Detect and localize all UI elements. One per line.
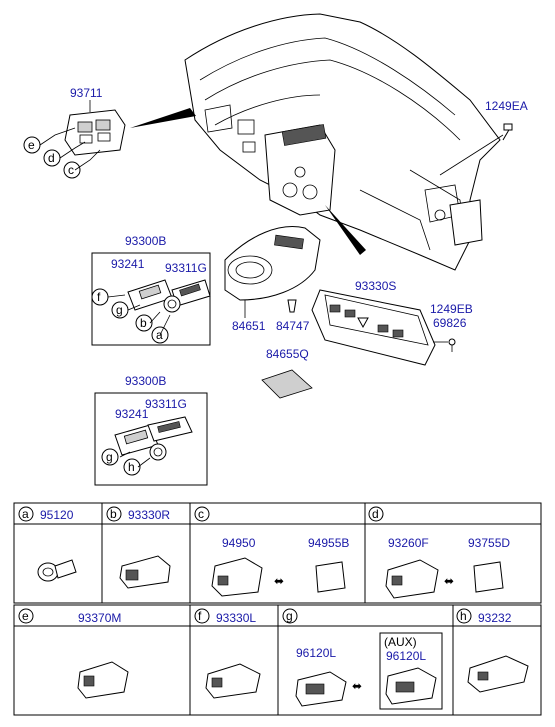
cell-f-part: 93330L	[216, 611, 256, 625]
panel-93330s	[311, 289, 456, 366]
cell-e-key: e	[22, 609, 29, 623]
cell-c-part-1: 94950	[222, 536, 256, 550]
cell-g-aux-label: (AUX)	[384, 635, 417, 649]
cell-a-key: a	[22, 507, 29, 521]
key-g-lower: g	[106, 450, 113, 464]
label-1249eb: 1249EB	[430, 302, 473, 316]
label-84655q: 84655Q	[266, 347, 309, 361]
parts-table: a 95120 b 93330R c 94950 94955B ⬌	[13, 502, 542, 716]
key-a: a	[156, 328, 163, 342]
label-93711: 93711	[70, 86, 103, 100]
label-69826: 69826	[433, 316, 467, 330]
group-box-93300b-lower	[94, 392, 208, 486]
cell-b-key: b	[110, 507, 117, 521]
cell-b-part: 93330R	[128, 508, 170, 522]
cell-g-part-1: 96120L	[296, 646, 336, 660]
label-84651: 84651	[232, 319, 266, 333]
dashboard-illustration	[130, 13, 513, 271]
key-c: c	[68, 163, 74, 177]
key-f: f	[97, 290, 101, 304]
pad-84655q	[261, 369, 313, 399]
upper-labels: 93711 1249EA 93300B 93241 93311G 93330S …	[70, 86, 528, 421]
label-84747: 84747	[276, 319, 310, 333]
cell-f-key: f	[198, 609, 202, 623]
label-93241-lower: 93241	[115, 407, 149, 421]
cell-g-key: g	[286, 609, 293, 623]
key-h: h	[128, 460, 135, 474]
cell-d-part-2: 93755D	[468, 536, 510, 550]
key-g: g	[116, 303, 123, 317]
cell-h: h 93232	[456, 608, 529, 693]
cell-d-part-1: 93260F	[388, 536, 429, 550]
cell-g: g 96120L (AUX) 96120L ⬌	[282, 608, 443, 710]
cell-a: a 95120	[18, 506, 77, 582]
cell-h-key: h	[460, 609, 467, 623]
cell-b: b 93330R	[106, 506, 171, 589]
switch-93711	[39, 100, 126, 171]
cell-d: d 93260F 93755D ⬌	[368, 506, 510, 599]
key-b: b	[140, 316, 147, 330]
key-e: e	[28, 138, 35, 152]
cell-g-part-2: 96120L	[386, 649, 426, 663]
key-callouts: e d c f g b a g h	[23, 136, 169, 476]
label-1249ea: 1249EA	[485, 99, 528, 113]
cell-e-part: 93370M	[78, 611, 121, 625]
label-93241-upper: 93241	[111, 257, 145, 271]
cell-a-part: 95120	[40, 508, 74, 522]
label-93300b-upper: 93300B	[125, 234, 166, 248]
aux-box	[379, 632, 443, 710]
cell-e: e 93370M	[18, 608, 129, 699]
key-d: d	[48, 151, 55, 165]
cell-f: f 93330L	[194, 608, 261, 699]
swap-arrow-icon: ⬌	[274, 574, 284, 588]
cell-c-key: c	[198, 507, 204, 521]
console-84651	[224, 226, 321, 318]
label-93330s: 93330S	[355, 279, 396, 293]
cell-c-part-2: 94955B	[308, 536, 349, 550]
cell-h-part: 93232	[478, 611, 512, 625]
swap-arrow-icon: ⬌	[444, 574, 454, 588]
swap-arrow-icon: ⬌	[352, 679, 362, 693]
cell-d-key: d	[372, 507, 379, 521]
cell-c: c 94950 94955B ⬌	[194, 506, 349, 597]
label-93311g-upper: 93311G	[165, 261, 207, 275]
label-93311g-lower: 93311G	[145, 397, 187, 411]
label-93300b-lower: 93300B	[125, 374, 166, 388]
